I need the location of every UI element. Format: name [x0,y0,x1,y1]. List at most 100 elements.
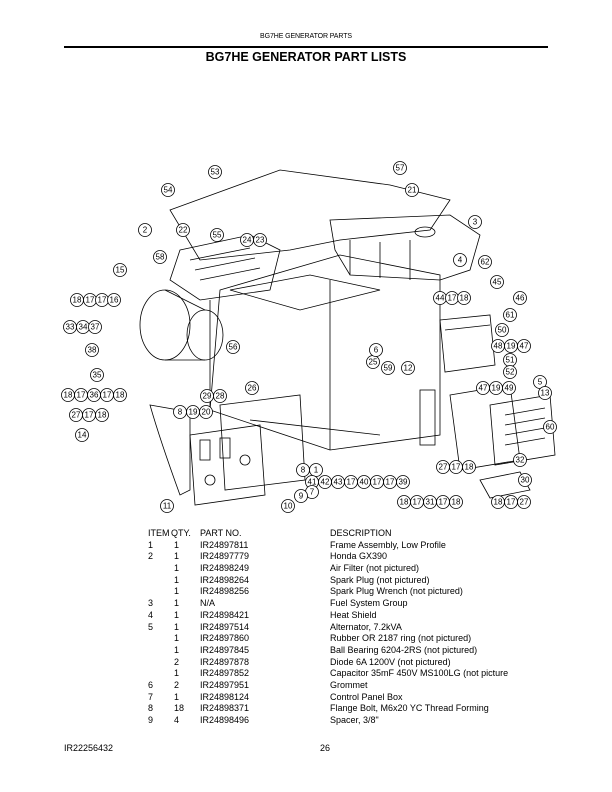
callout-number: 27 [520,498,529,507]
part-number-cell: IR24898371 [200,703,250,714]
document-number: IR22256432 [64,743,114,753]
callout-number: 59 [384,364,393,373]
callout-number: 27 [72,411,81,420]
callout-number: 47 [479,384,488,393]
callout-bubble: 17 [344,475,358,489]
callout-number: 20 [202,408,211,417]
callout-bubble: 60 [543,420,557,434]
callout-bubble: 56 [226,340,240,354]
callout-bubble: 36 [87,388,101,402]
part-number-cell: IR24898249 [200,563,250,574]
description-cell: Control Panel Box [330,691,403,702]
callout-bubble: 35 [90,368,104,382]
callout-number: 17 [413,498,422,507]
callout-bubble: 17 [83,293,97,307]
header-rule [64,46,548,48]
qty-cell: 1 [174,668,180,679]
callout-number: 17 [98,296,107,305]
callout-bubble: 2 [138,223,152,237]
callout-number: 8 [301,466,306,475]
callout-bubble: 19 [504,339,518,353]
callout-number: 22 [179,226,188,235]
callout-number: 18 [452,498,461,507]
callout-number: 17 [507,498,516,507]
callout-number: 37 [91,323,100,332]
callout-bubble: 30 [518,473,532,487]
description-cell: Alternator, 7.2kVA [330,621,402,632]
callout-bubble: 13 [538,386,552,400]
callout-number: 13 [541,389,550,398]
callout-bubble: 24 [240,233,254,247]
callout-number: 47 [520,342,529,351]
callout-bubble: 1 [309,463,323,477]
part-number-cell: IR24897860 [200,633,250,644]
callout-number: 43 [334,478,343,487]
callout-bubble: 29 [200,389,214,403]
callout-bubble: 52 [503,365,517,379]
callout-bubble: 18 [95,408,109,422]
callout-number: 18 [98,411,107,420]
callout-number: 18 [400,498,409,507]
callout-bubble: 17 [100,388,114,402]
item-cell: 7 [148,691,154,702]
callout-bubble: 17 [410,495,424,509]
callout-number: 34 [79,323,88,332]
description-cell: Heat Shield [330,609,377,620]
callout-bubble: 18 [397,495,411,509]
callout-number: 10 [284,502,293,511]
qty-cell: 1 [174,563,180,574]
callout-number: 17 [86,296,95,305]
callout-number: 2 [143,226,148,235]
qty-cell: 1 [174,633,180,644]
callout-bubble: 50 [495,323,509,337]
callout-number: 42 [321,478,330,487]
header-qty: QTY. [171,528,191,538]
callout-number: 58 [156,253,165,262]
qty-cell: 1 [174,691,180,702]
callout-number: 30 [521,476,530,485]
callout-number: 18 [73,296,82,305]
callout-bubble: 61 [503,308,517,322]
callout-bubble: 54 [161,183,175,197]
callout-bubble: 44 [433,291,447,305]
qty-cell: 1 [174,598,180,609]
callout-number: 46 [516,294,525,303]
callout-bubble: 12 [401,361,415,375]
callout-number: 52 [506,368,515,377]
callout-bubble: 18 [491,495,505,509]
description-cell: Flange Bolt, M6x20 YC Thread Forming [330,703,489,714]
part-number-cell: IR24898124 [200,691,250,702]
callout-bubble: 47 [476,381,490,395]
callout-number: 18 [465,463,474,472]
callout-bubble: 34 [76,320,90,334]
callout-bubble: 17 [370,475,384,489]
callout-bubble: 18 [462,460,476,474]
callout-bubble: 15 [113,263,127,277]
callout-number: 36 [90,391,99,400]
callout-number: 50 [498,326,507,335]
callout-number: 18 [64,391,73,400]
callout-bubble: 11 [160,499,174,513]
callout-bubble: 46 [513,291,527,305]
callout-number: 51 [506,356,515,365]
part-number-cell: IR24898496 [200,715,250,725]
callout-number: 17 [77,391,86,400]
callout-number: 60 [546,423,555,432]
callout-bubble: 6 [369,343,383,357]
callout-bubble: 21 [405,183,419,197]
callout-bubble: 62 [478,255,492,269]
callout-bubble: 17 [449,460,463,474]
callout-bubble: 18 [457,291,471,305]
callout-bubble: 18 [113,388,127,402]
callout-bubble: 14 [75,428,89,442]
callout-bubble: 53 [208,165,222,179]
callout-bubble: 4 [453,253,467,267]
part-number-cell: IR24897852 [200,668,250,679]
description-cell: Grommet [330,679,368,690]
qty-cell: 1 [174,644,180,655]
callout-number: 21 [408,186,417,195]
callout-number: 56 [229,343,238,352]
callout-number: 54 [164,186,173,195]
callout-bubble: 33 [63,320,77,334]
